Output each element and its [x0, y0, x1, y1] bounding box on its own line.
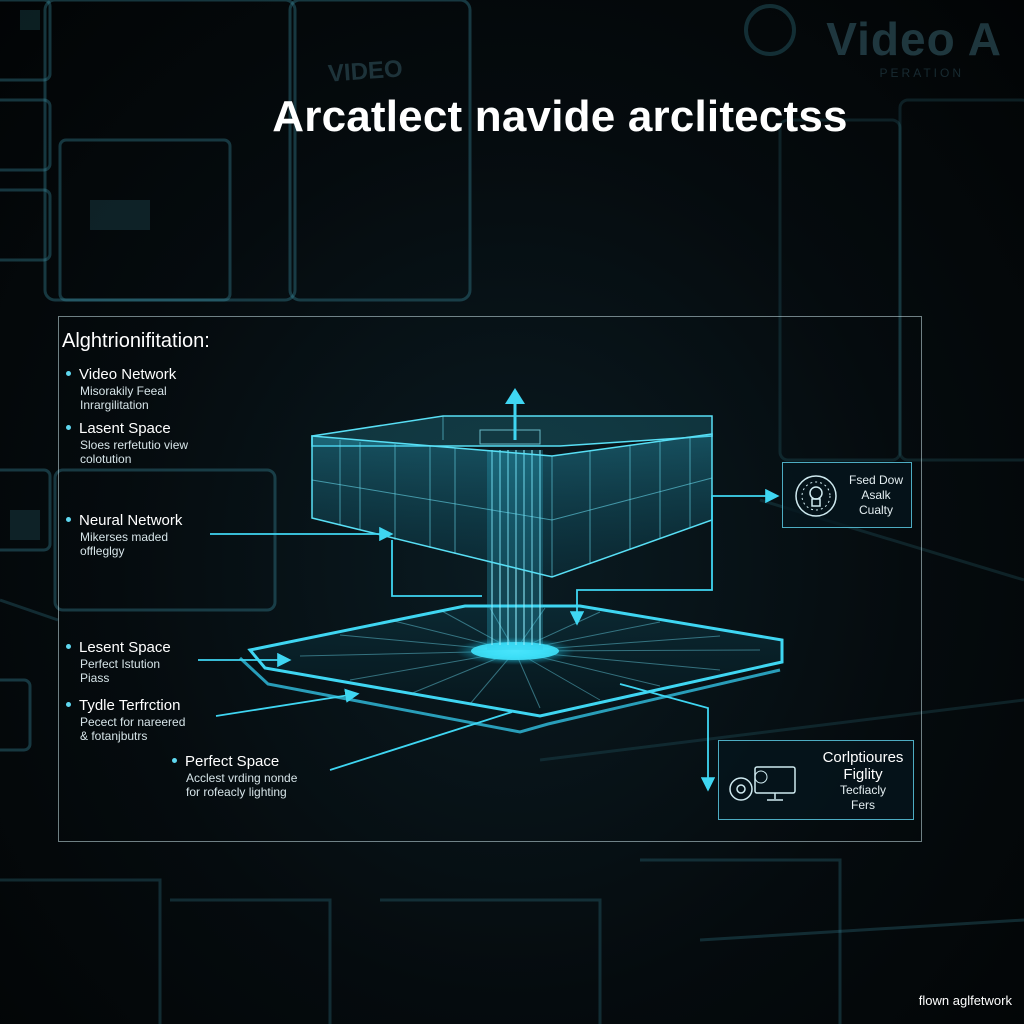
legend-desc-line: Piass — [80, 671, 110, 685]
config-quality-box: Corlptioures Figlity Tecfiacly Fers — [718, 740, 914, 820]
gear-monitor-icon — [729, 766, 796, 801]
legend-title: Tydle Terfrction — [79, 697, 181, 714]
legend-desc-line: Mikerses maded — [80, 530, 169, 544]
bullet-icon — [172, 757, 177, 763]
box-line: Fers — [851, 798, 875, 812]
legend-desc-line: Pecect for nareered — [80, 715, 186, 729]
legend-item-perfect-space: Perfect Space Acclest vrding nonde for r… — [172, 753, 297, 799]
background-brand: Video A — [826, 13, 1002, 65]
legend-desc-line: Inrargilitation — [80, 398, 149, 412]
box-line: Fsed Dow — [848, 473, 904, 487]
gauge-icon — [795, 475, 837, 517]
footer-caption: flown aglfetwork — [918, 993, 1012, 1008]
bullet-icon — [66, 424, 71, 430]
legend-item-lasent-space: Lasent Space Sloes rerfetutio view colot… — [66, 420, 188, 466]
legend-title: Neural Network — [79, 512, 183, 529]
legend-item-tydle-terfrction: Tydle Terfrction Pecect for nareered & f… — [66, 697, 185, 743]
legend-desc-line: Perfect Istution — [80, 657, 161, 671]
box-line: Tecfiacly — [839, 783, 886, 797]
box-line: Corlptioures — [822, 749, 904, 766]
legend-title: Perfect Space — [185, 753, 280, 770]
legend-desc-line: offleglgy — [80, 544, 125, 558]
diagram-panel — [58, 316, 922, 842]
panel-heading: Alghtrionifitation: — [62, 330, 210, 352]
legend-desc-line: for rofeacly lighting — [186, 785, 287, 799]
legend-title: Lesent Space — [79, 639, 171, 656]
legend-desc-line: colotution — [80, 452, 132, 466]
box-line: Asalk — [861, 488, 891, 502]
legend-desc-line: & fotanjbutrs — [80, 729, 148, 743]
bullet-icon — [66, 701, 71, 707]
legend-title: Lasent Space — [79, 420, 171, 437]
background-screen-label: VIDEO — [327, 55, 404, 88]
legend-desc-line: Acclest vrding nonde — [186, 771, 298, 785]
legend-item-neural-network: Neural Network Mikerses maded offleglgy — [66, 512, 182, 558]
quality-feed-box: Fsed Dow Asalk Cualty — [782, 462, 912, 528]
legend-desc-line: Misorakily Feeal — [80, 384, 167, 398]
bullet-icon — [66, 516, 71, 522]
monitor-icon — [754, 766, 796, 801]
background-brand-sub: PERATION — [879, 66, 964, 80]
legend-desc-line: Sloes rerfetutio view — [80, 438, 189, 452]
box-line: Figlity — [843, 766, 883, 783]
bullet-icon — [66, 370, 71, 376]
diagram-title: Arcatlect navide arclitectss — [272, 92, 848, 141]
bullet-icon — [66, 643, 71, 649]
legend-item-video-network: Video Network Misorakily Feeal Inrargili… — [66, 366, 176, 412]
legend-item-lesent-space: Lesent Space Perfect Istution Piass — [66, 639, 171, 685]
legend-title: Video Network — [79, 366, 177, 383]
gear-icon — [729, 777, 753, 801]
box-line: Cualty — [858, 503, 893, 517]
